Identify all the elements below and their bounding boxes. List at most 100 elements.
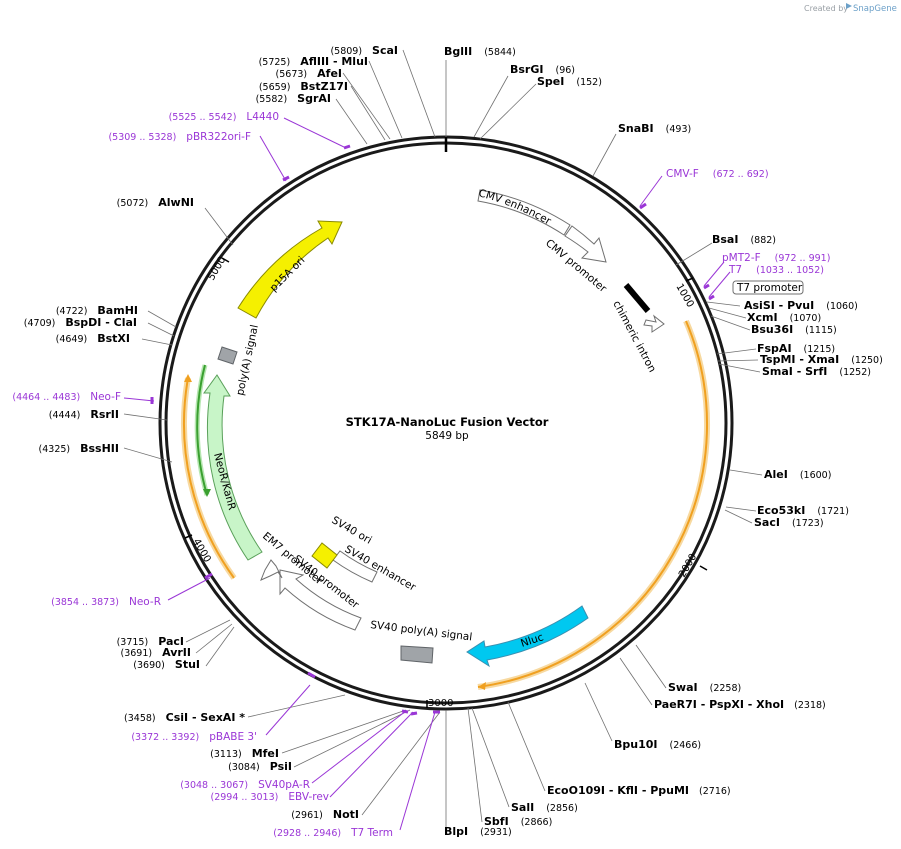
site-fspai[interactable]: FspAI(1215) <box>757 342 835 355</box>
site-ecoo109i-kfli-ppumi[interactable]: EcoO109I - KflI - PpuMI(2716) <box>547 784 731 797</box>
tick-label-3000: 3000 <box>428 698 453 709</box>
orf-arcs <box>181 319 711 690</box>
site-alwni[interactable]: (5072)AlwNI <box>117 196 194 209</box>
site-noti[interactable]: (2961)NotI <box>291 808 359 821</box>
site-blpi[interactable]: BlpI(2931) <box>444 825 512 838</box>
site-csii-sexai[interactable]: (3458)CsiI - SexAI * <box>124 711 245 724</box>
site-bglii[interactable]: BglII(5844) <box>444 45 516 58</box>
site-labels-left: (2961)NotI (3084)PsiI (3113)MfeI (3458)C… <box>24 44 398 821</box>
site-labels-right: BglII(5844) BsrGI(96) SpeI(152) SnaBI(49… <box>444 45 883 838</box>
site-alei[interactable]: AleI(1600) <box>764 468 831 481</box>
orf-arc-nluc-head <box>478 682 486 690</box>
tick-label-5000: 5000 <box>206 255 228 283</box>
primer-pmt2-f[interactable]: pMT2-F(972 .. 991) <box>722 252 830 264</box>
site-sali[interactable]: SalI(2856) <box>511 801 578 814</box>
plasmid-name: STK17A-NanoLuc Fusion Vector <box>346 415 549 429</box>
primer-neo-r[interactable]: (3854 .. 3873)Neo-R <box>51 596 161 608</box>
primer-labels-right: CMV-F(672 .. 692) pMT2-F(972 .. 991) T7(… <box>666 168 830 276</box>
site-afliii-mlui[interactable]: (5725)AflIII - MluI <box>259 55 368 68</box>
feature-t7-promoter[interactable]: T7 promoter <box>732 280 804 295</box>
primer-neo-f[interactable]: (4464 .. 4483)Neo-F <box>12 391 121 403</box>
site-bsai[interactable]: BsaI(882) <box>712 233 776 246</box>
site-bsshii[interactable]: (4325)BssHII <box>39 442 119 455</box>
site-avrii[interactable]: (3691)AvrII <box>121 646 192 659</box>
feature-cmv-enhancer-label: CMV enhancer <box>477 187 553 228</box>
feature-sv40-promoter[interactable] <box>279 569 362 631</box>
primer-labels-left: (2928 .. 2946)T7 Term (2994 .. 3013)EBV-… <box>12 111 393 839</box>
feature-sv40-enhancer[interactable] <box>332 550 378 583</box>
tick-label-2000: 2000 <box>677 552 699 580</box>
site-mfei[interactable]: (3113)MfeI <box>210 747 279 760</box>
tick-1000 <box>685 277 694 282</box>
site-rsrii[interactable]: (4444)RsrII <box>49 408 119 421</box>
site-leaders <box>123 49 763 827</box>
site-paci[interactable]: (3715)PacI <box>117 635 184 648</box>
site-psii[interactable]: (3084)PsiI <box>228 760 292 773</box>
snapgene-credit: Created by SnapGene <box>804 3 897 14</box>
site-saci[interactable]: SacI(1723) <box>754 516 824 529</box>
feature-polya-signal[interactable] <box>217 346 238 365</box>
site-bsrgi[interactable]: BsrGI(96) <box>510 63 575 76</box>
feature-cmv-promoter[interactable] <box>564 225 607 263</box>
orf-arc-neo <box>183 377 235 579</box>
primer-marks <box>150 144 715 716</box>
site-swai[interactable]: SwaI(2258) <box>668 681 741 694</box>
feature-chimeric-intron[interactable] <box>623 283 651 313</box>
feature-small-arrow <box>643 314 665 333</box>
primer-sv40pa-r[interactable]: (3048 .. 3067)SV40pA-R <box>180 779 310 791</box>
feature-sv40-polya[interactable] <box>400 645 434 664</box>
site-bspdi-clai[interactable]: (4709)BspDI - ClaI <box>24 316 137 329</box>
orf-arc-nluc-halo <box>477 319 711 690</box>
site-bstz17i[interactable]: (5659)BstZ17I <box>259 80 348 93</box>
tick-5000 <box>221 257 230 263</box>
feature-t7-promoter-label: T7 promoter <box>736 282 803 294</box>
feature-sv40-polya-label: SV40 poly(A) signal <box>370 619 473 643</box>
feature-neor-kanr[interactable] <box>203 374 263 561</box>
feature-em7-promoter[interactable] <box>260 559 283 581</box>
site-bsu36i[interactable]: Bsu36I(1115) <box>751 323 837 336</box>
primer-cmv-f[interactable]: CMV-F(672 .. 692) <box>666 168 769 180</box>
feature-polya-signal-label: poly(A) signal <box>234 324 261 397</box>
feature-p15a-ori[interactable] <box>237 220 343 319</box>
site-stui[interactable]: (3690)StuI <box>133 658 200 671</box>
snapgene-logo-icon <box>846 3 852 9</box>
primer-l4440[interactable]: (5525 .. 5542)L4440 <box>169 111 279 123</box>
feature-nluc[interactable] <box>466 605 589 668</box>
site-sgrai[interactable]: (5582)SgrAI <box>256 92 331 105</box>
credit-text: Created by <box>804 4 848 13</box>
site-afei[interactable]: (5673)AfeI <box>276 67 342 80</box>
primer-t7-term[interactable]: (2928 .. 2946)T7 Term <box>273 827 393 839</box>
t7-promoter-box <box>732 280 804 295</box>
primer-pbabe-3[interactable]: (3372 .. 3392)pBABE 3' <box>131 731 257 743</box>
primer-t7[interactable]: T7(1033 .. 1052) <box>728 264 824 276</box>
site-smai-srfi[interactable]: SmaI - SrfI(1252) <box>762 365 871 378</box>
site-bamhi[interactable]: (4722)BamHI <box>56 304 138 317</box>
tick-label-1000: 1000 <box>673 282 695 310</box>
feature-cmv-enhancer[interactable] <box>477 189 571 236</box>
feature-sv40-ori[interactable] <box>311 542 338 569</box>
site-eco53ki[interactable]: Eco53kI(1721) <box>757 504 849 517</box>
site-paer7i-pspxi-xhoi[interactable]: PaeR7I - PspXI - XhoI(2318) <box>654 698 826 711</box>
site-sbfi[interactable]: SbfI(2866) <box>484 815 552 828</box>
tick-2000 <box>699 565 708 571</box>
site-snabi[interactable]: SnaBI(493) <box>618 122 691 135</box>
tick-4000 <box>184 534 193 539</box>
primer-pbr322ori-f[interactable]: (5309 .. 5328)pBR322ori-F <box>108 131 251 143</box>
site-bpu10i[interactable]: Bpu10I(2466) <box>614 738 701 751</box>
orf-arc-nluc <box>477 320 709 688</box>
site-xcmi[interactable]: XcmI(1070) <box>747 311 821 324</box>
site-scai[interactable]: (5809)ScaI <box>330 44 398 57</box>
primer-ebv-rev[interactable]: (2994 .. 3013)EBV-rev <box>211 791 330 803</box>
feature-chimeric-intron-label: chimeric intron <box>610 299 658 375</box>
site-asisi-pvui[interactable]: AsiSI - PvuI(1060) <box>744 299 858 312</box>
site-bstxi[interactable]: (4649)BstXI <box>56 332 130 345</box>
site-tspmi-xmai[interactable]: TspMI - XmaI(1250) <box>760 353 883 366</box>
feature-sv40-ori-label: SV40 ori <box>330 514 374 547</box>
snapgene-logo: SnapGene <box>853 4 897 14</box>
orf-arc-green-head <box>203 489 211 497</box>
plasmid-length: 5849 bp <box>425 430 469 442</box>
primer-leaders <box>123 117 731 831</box>
orf-arc-green <box>196 364 208 496</box>
site-spei[interactable]: SpeI(152) <box>537 75 602 88</box>
